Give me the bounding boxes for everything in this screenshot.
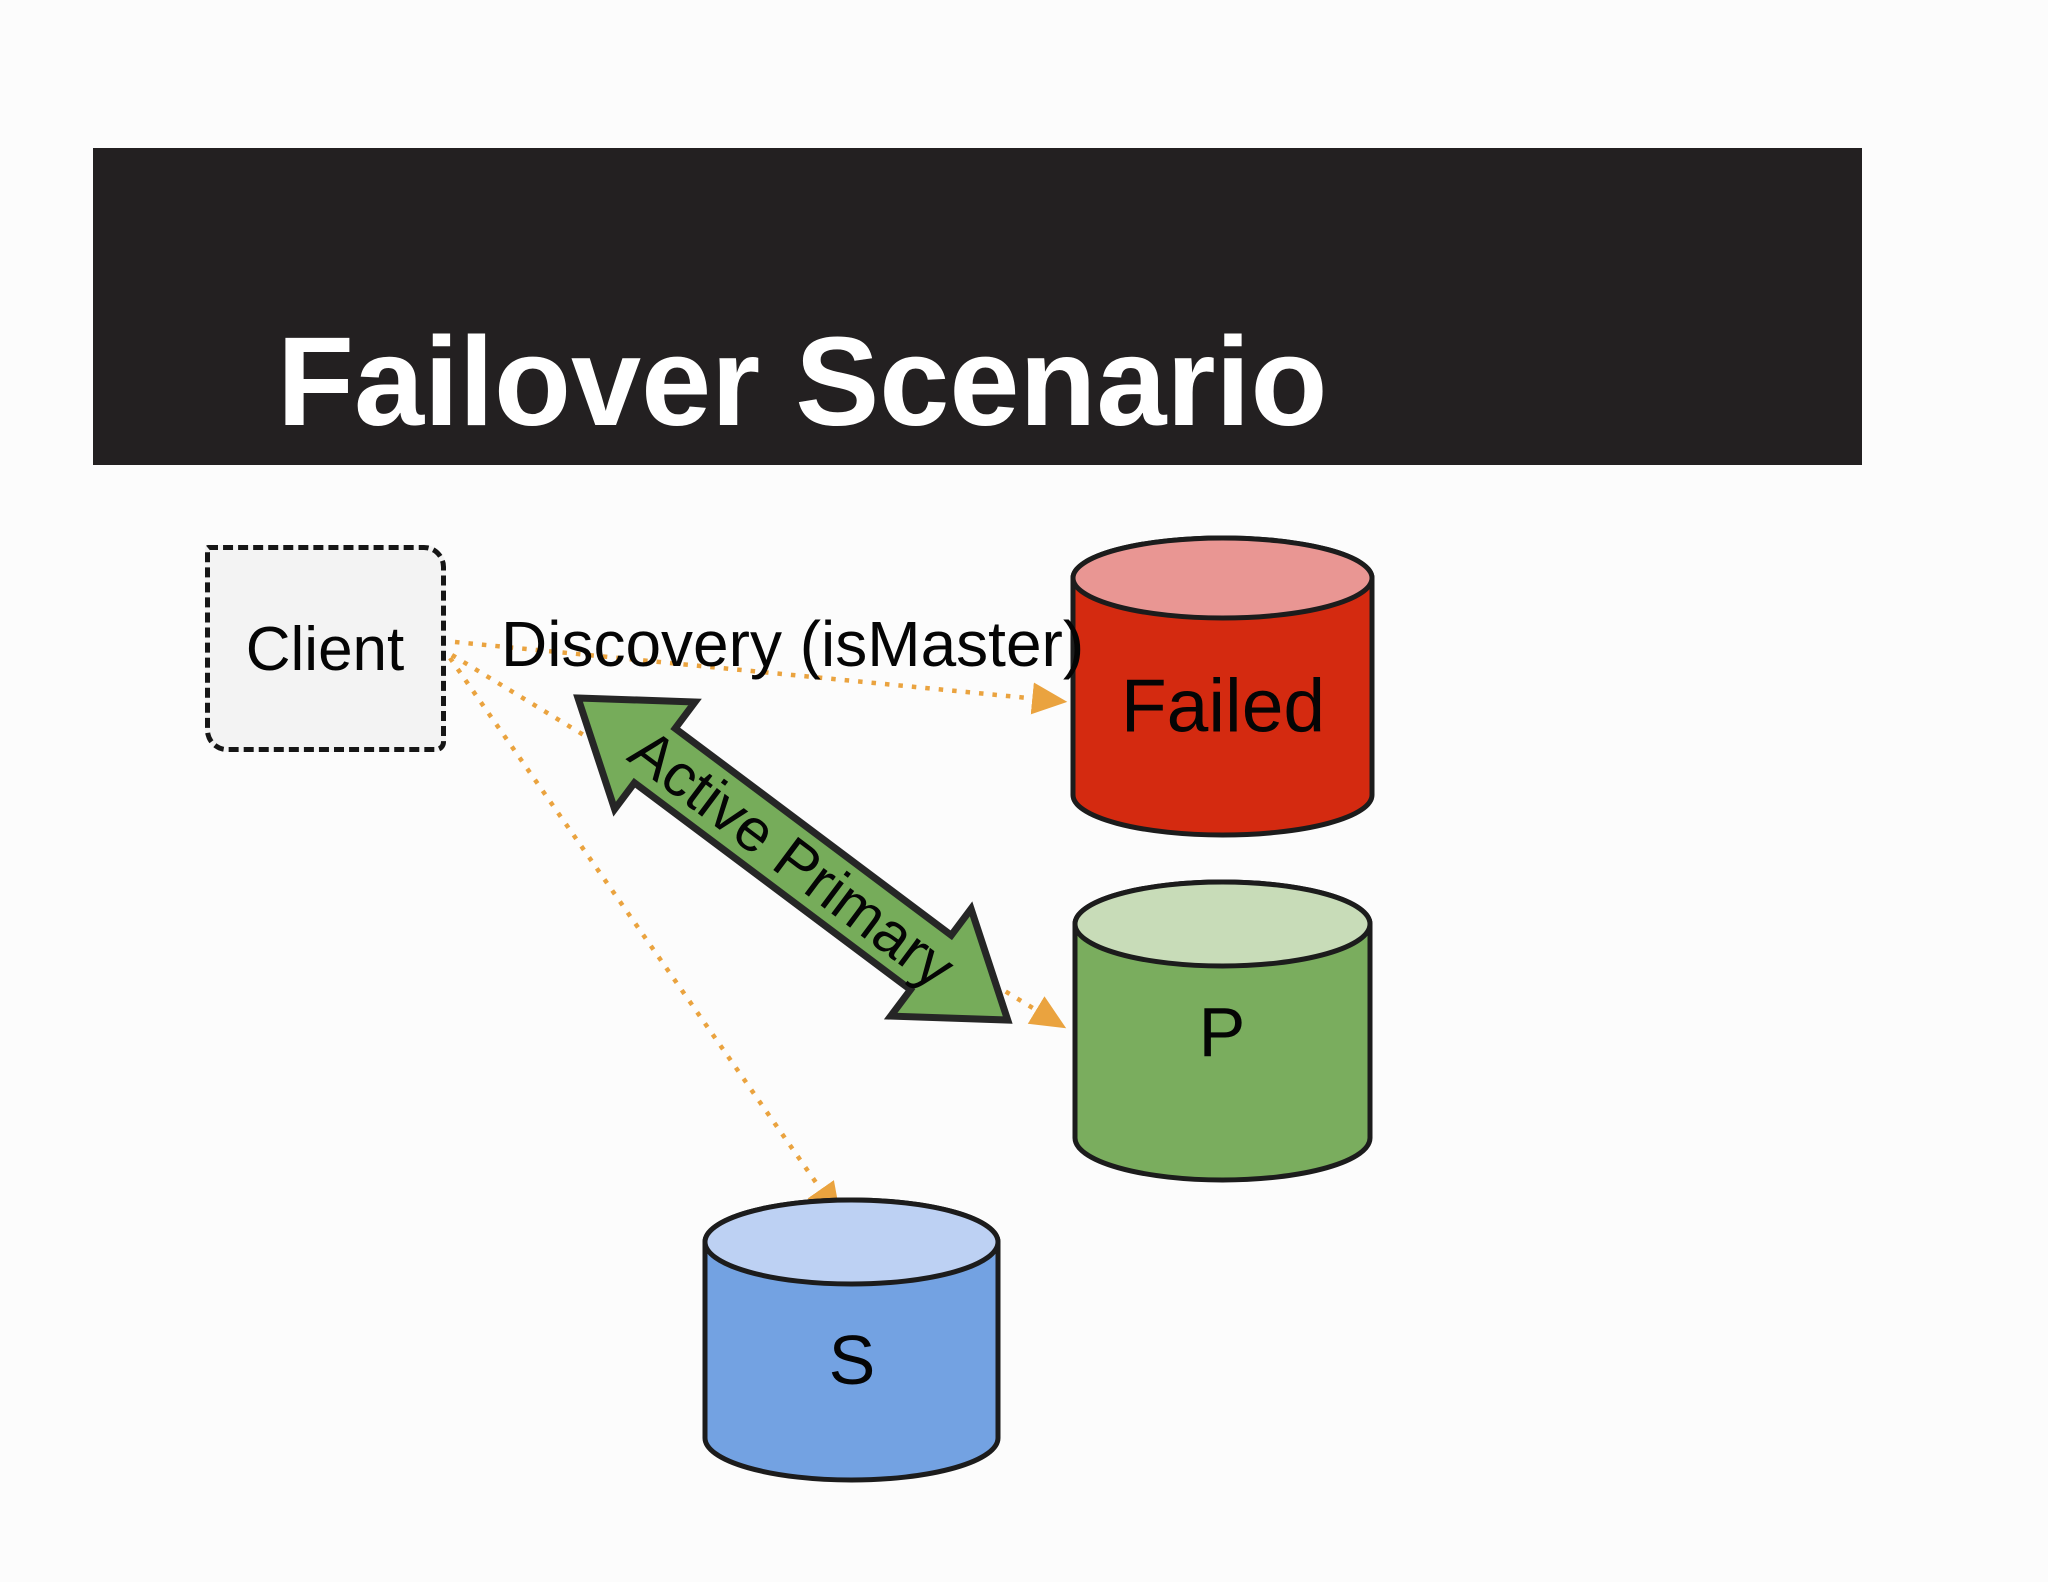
connector-client-secondary	[448, 656, 841, 1219]
discovery-label: Discovery (isMaster)	[501, 608, 1085, 680]
database-cylinder-failed	[1070, 535, 1375, 838]
client-label: Client	[245, 615, 405, 684]
client-box	[205, 545, 446, 752]
active-primary-arrow	[573, 694, 1013, 1024]
primary-node-label: P	[1198, 993, 1246, 1071]
title-bar: Failover Scenario	[93, 148, 1862, 465]
database-cylinder-secondary	[702, 1197, 1001, 1483]
connector-client-failed	[454, 639, 1068, 715]
page-title: Failover Scenario	[277, 311, 1328, 452]
secondary-node-label: S	[828, 1321, 876, 1399]
database-cylinder-primary	[1072, 879, 1373, 1183]
failed-node-label: Failed	[1120, 663, 1326, 748]
